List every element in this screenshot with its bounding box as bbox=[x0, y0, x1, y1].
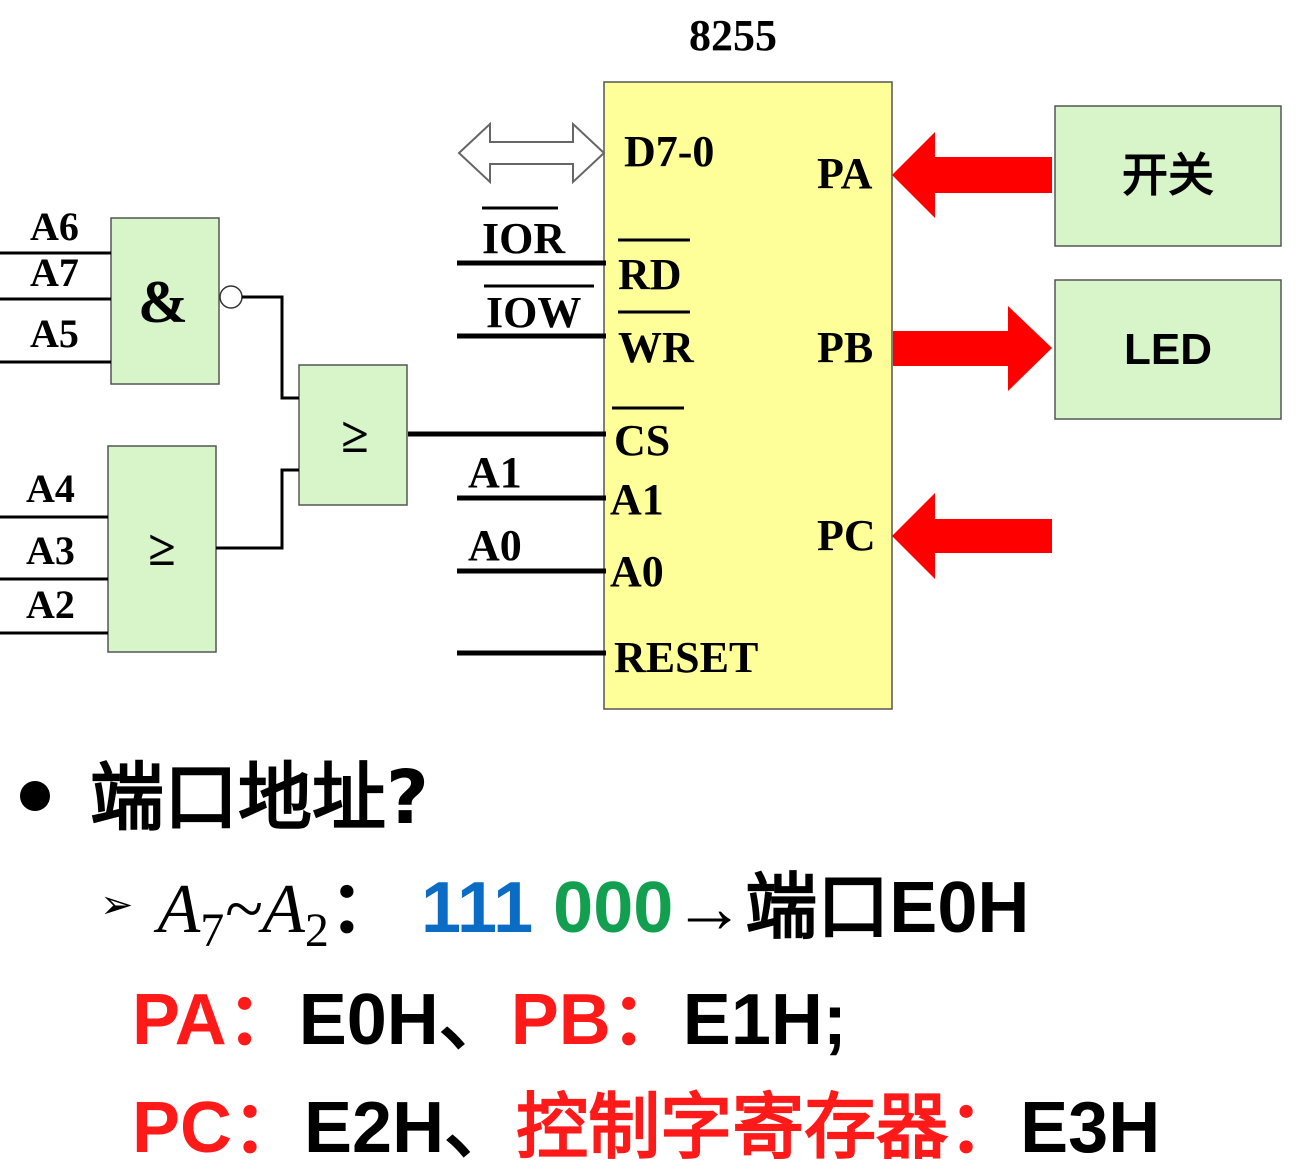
or-symbol-1: ≥ bbox=[148, 520, 175, 576]
and-gate bbox=[110, 217, 220, 385]
or1-to-or2-wire bbox=[216, 468, 299, 550]
circuit-diagram: 8255 D7-0 RD WR CS A1 A0 RESET PA PB PC … bbox=[0, 11, 1282, 710]
switch-box bbox=[1054, 105, 1282, 247]
input-a3: A3 bbox=[26, 528, 75, 573]
bits-high: 111 bbox=[420, 868, 534, 948]
question-text: 端口地址? bbox=[90, 755, 429, 841]
addr-tilde: ~ bbox=[224, 871, 263, 948]
pb-output-arrow bbox=[893, 306, 1052, 391]
pc-value: E2H、 bbox=[304, 1088, 517, 1168]
input-a4: A4 bbox=[26, 466, 75, 511]
chip-8255 bbox=[603, 81, 893, 710]
nand-bubble bbox=[219, 285, 243, 309]
pc-label: PC： bbox=[132, 1088, 305, 1168]
address-line: ➢A7~A2： 111 000→端口E0H bbox=[100, 848, 1029, 958]
pin-wr: WR bbox=[618, 323, 695, 372]
pin-cs: CS bbox=[614, 416, 670, 465]
port-pc: PC bbox=[817, 511, 876, 560]
pa-pb-line: PA：E0H、PB：E1H; bbox=[132, 960, 847, 1065]
address-result: →端口E0H bbox=[673, 868, 1030, 948]
addr-sub-7: 7 bbox=[200, 904, 225, 957]
pc-ctrl-line: PC：E2H、控制字寄存器：E3H bbox=[132, 1068, 1160, 1173]
pa-label: PA： bbox=[132, 980, 299, 1060]
input-a2: A2 bbox=[26, 582, 75, 627]
addr-var-a2: A bbox=[262, 871, 305, 948]
or-gate-2 bbox=[298, 364, 408, 506]
or-gate-1 bbox=[107, 445, 217, 653]
port-pb: PB bbox=[817, 323, 873, 372]
data-bus-arrow bbox=[457, 121, 606, 185]
question-line: 端口地址? bbox=[20, 738, 429, 845]
addr-colon: ： bbox=[328, 868, 401, 948]
ctrl-value: E3H bbox=[1020, 1088, 1161, 1168]
port-pa: PA bbox=[817, 149, 873, 198]
arrowhead-bullet-icon: ➢ bbox=[100, 882, 134, 927]
input-a6: A6 bbox=[30, 204, 79, 249]
pin-rd: RD bbox=[618, 250, 682, 299]
address-range: A7~A2 bbox=[157, 871, 329, 957]
input-a5: A5 bbox=[30, 311, 79, 356]
pin-a0: A0 bbox=[610, 547, 664, 596]
pc-input-arrow bbox=[892, 493, 1052, 579]
bullet-dot bbox=[20, 781, 50, 812]
pin-reset: RESET bbox=[614, 633, 758, 682]
and-to-or-wire bbox=[242, 295, 299, 400]
or-symbol-2: ≥ bbox=[341, 407, 368, 463]
pin-d7-0: D7-0 bbox=[624, 127, 714, 176]
signal-a0: A0 bbox=[468, 521, 522, 570]
pb-value: E1H; bbox=[682, 980, 847, 1060]
explanation-text: 端口地址? ➢A7~A2： 111 000→端口E0H PA：E0H、PB：E1… bbox=[0, 730, 1301, 1168]
pa-value: E0H、 bbox=[298, 980, 511, 1060]
addr-sub-2: 2 bbox=[304, 904, 329, 957]
signal-iow: IOW bbox=[486, 288, 581, 337]
led-box bbox=[1054, 279, 1282, 420]
pin-a1: A1 bbox=[610, 475, 664, 524]
and-symbol: & bbox=[138, 269, 188, 335]
led-label: LED bbox=[1124, 325, 1212, 374]
addr-var-a7: A bbox=[157, 871, 201, 948]
ctrl-label: 控制字寄存器： bbox=[516, 1088, 1021, 1168]
signal-a1: A1 bbox=[468, 448, 522, 497]
signal-ior: IOR bbox=[482, 214, 566, 263]
switch-label: 开关 bbox=[1122, 149, 1214, 201]
pa-input-arrow bbox=[892, 132, 1052, 218]
bits-low: 000 bbox=[553, 868, 674, 948]
pb-label: PB： bbox=[510, 980, 683, 1060]
input-a7: A7 bbox=[30, 250, 79, 295]
chip-title: 8255 bbox=[689, 11, 777, 60]
